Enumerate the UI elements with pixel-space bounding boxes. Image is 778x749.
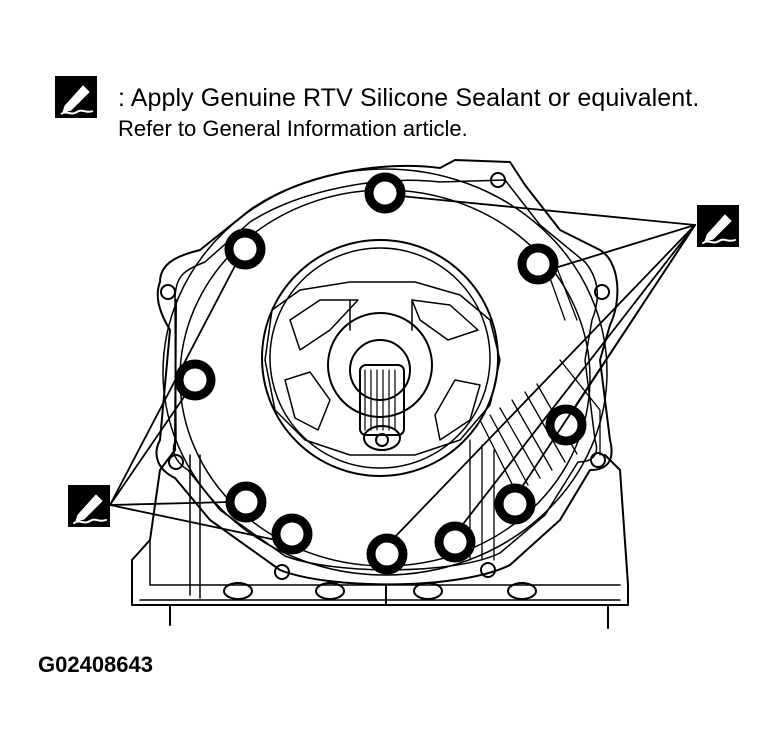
sealant-applicator-icon [697,205,739,247]
legend-text: : Apply Genuine RTV Silicone Sealant or … [118,84,700,112]
sealant-bolt [174,359,216,401]
leader-lines [109,195,696,541]
oil-pump-housing [261,239,501,477]
outer-flange [155,159,619,586]
sealant-bolt [271,513,313,555]
sealant-bolt [224,228,266,270]
sealant-bolt [517,243,559,285]
sealant-bolt [366,533,408,575]
sealant-bolt [434,521,476,563]
sealant-bolt [225,481,267,523]
sealant-bolt-markers [174,172,587,575]
sealant-bolt [364,172,406,214]
sealant-applicator-icon [55,76,97,118]
sealant-bolt [494,483,536,525]
lower-housing [131,299,629,629]
legend-reference-text: Refer to General Information article. [118,116,468,141]
sealant-applicator-icon [68,485,110,527]
figure-id: G02408643 [38,652,153,677]
